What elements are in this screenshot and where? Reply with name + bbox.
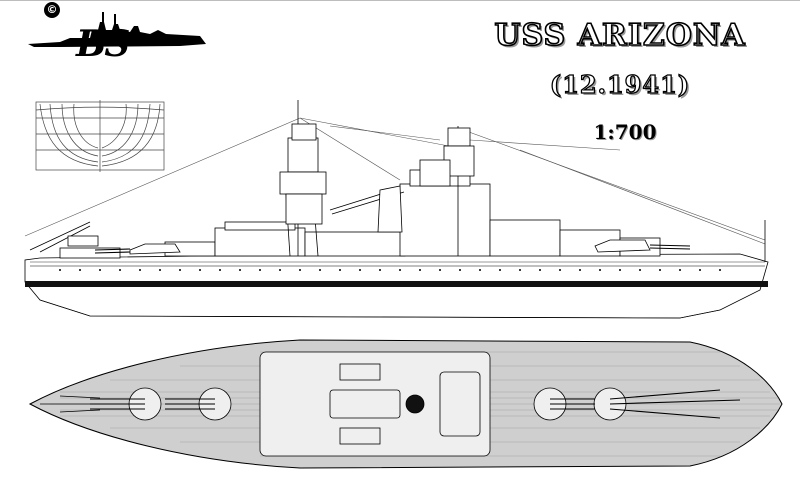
mainmast	[329, 126, 475, 256]
date-label: (12.1941)	[549, 69, 691, 99]
rigging-lines	[24, 117, 766, 245]
plan-view	[28, 339, 783, 469]
boot-topping-stripe	[25, 281, 768, 287]
copyright-badge: ©	[44, 2, 60, 18]
title-block: USS ARIZONA (12.1941)	[470, 17, 770, 100]
foremast	[279, 100, 327, 257]
side-profile-view	[24, 100, 769, 319]
top-border	[0, 0, 800, 1]
ship-name-title: USS ARIZONA	[494, 17, 746, 54]
body-plan-view	[35, 100, 165, 172]
logo-ship-silhouette-icon	[28, 12, 206, 47]
logo-initials: BS	[76, 23, 130, 65]
scale-label: 1:700	[593, 120, 657, 144]
bs-logo: © BS	[0, 0, 220, 80]
